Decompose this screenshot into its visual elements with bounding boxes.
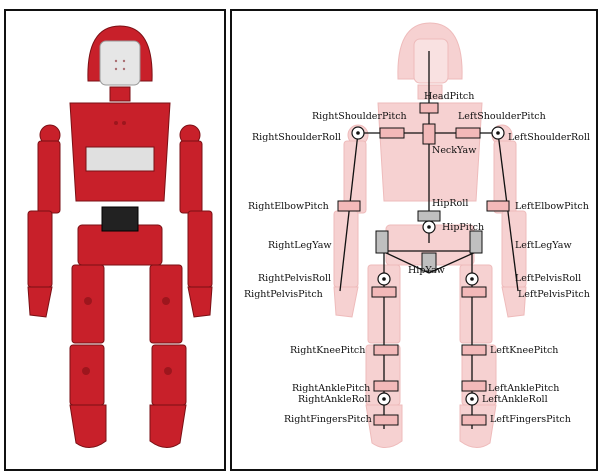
robot-waist-servo bbox=[102, 207, 138, 231]
robot-right-foot bbox=[70, 405, 106, 448]
robot-chest-plate bbox=[86, 147, 154, 171]
robot-right-forearm bbox=[28, 211, 52, 287]
robot-left-hand bbox=[188, 287, 212, 317]
joint-hip-roll bbox=[418, 211, 440, 221]
robot-left-foot bbox=[150, 405, 186, 448]
joint-head-pitch bbox=[420, 103, 438, 113]
label-hip-pitch: HipPitch bbox=[442, 222, 484, 233]
robot-photo-panel bbox=[4, 9, 226, 471]
joint-left-elbow-pitch bbox=[487, 201, 509, 211]
label-left-ankle-pitch: LeftAnklePitch bbox=[488, 383, 559, 394]
kinematic-diagram-panel: HeadPitch RightShoulderPitch LeftShoulde… bbox=[230, 9, 598, 471]
label-left-knee-pitch: LeftKneePitch bbox=[490, 345, 558, 356]
robot-right-upper-arm bbox=[38, 141, 60, 213]
kinematic-diagram: HeadPitch RightShoulderPitch LeftShoulde… bbox=[232, 11, 600, 473]
label-right-pelvis-roll: RightPelvisRoll bbox=[258, 273, 331, 284]
robot-neck bbox=[110, 87, 130, 101]
joint-right-shoulder-pitch bbox=[380, 128, 404, 138]
label-right-pelvis-pitch: RightPelvisPitch bbox=[244, 289, 323, 300]
joint-neck-yaw bbox=[423, 124, 435, 144]
label-right-shoulder-pitch: RightShoulderPitch bbox=[312, 111, 407, 122]
label-head-pitch: HeadPitch bbox=[424, 91, 474, 102]
label-right-fingers-pitch: RightFingersPitch bbox=[284, 414, 372, 425]
label-right-shoulder-roll: RightShoulderRoll bbox=[252, 132, 341, 143]
joint-left-leg-yaw bbox=[470, 231, 482, 253]
robot-left-forearm bbox=[188, 211, 212, 287]
joint-left-pelvis-pitch bbox=[462, 287, 486, 297]
label-neck-yaw: NeckYaw bbox=[432, 145, 476, 156]
label-left-fingers-pitch: LeftFingersPitch bbox=[490, 414, 571, 425]
label-hip-roll: HipRoll bbox=[432, 198, 468, 209]
label-left-shoulder-roll: LeftShoulderRoll bbox=[508, 132, 590, 143]
joint-left-ankle-pitch bbox=[462, 381, 486, 391]
label-left-elbow-pitch: LeftElbowPitch bbox=[515, 201, 589, 212]
joint-right-ankle-pitch bbox=[374, 381, 398, 391]
joint-right-knee-pitch bbox=[374, 345, 398, 355]
label-right-knee-pitch: RightKneePitch bbox=[290, 345, 365, 356]
label-left-pelvis-pitch: LeftPelvisPitch bbox=[518, 289, 590, 300]
label-right-ankle-roll: RightAnkleRoll bbox=[298, 394, 371, 405]
joint-right-fingers-pitch bbox=[374, 415, 398, 425]
robot-photo bbox=[6, 11, 228, 473]
joint-right-leg-yaw bbox=[376, 231, 388, 253]
label-right-leg-yaw: RightLegYaw bbox=[268, 240, 332, 251]
label-left-pelvis-roll: LeftPelvisRoll bbox=[515, 273, 581, 284]
label-hip-yaw: HipYaw bbox=[408, 265, 445, 276]
robot-left-upper-arm bbox=[180, 141, 202, 213]
robot-face-display bbox=[100, 41, 140, 85]
label-left-ankle-roll: LeftAnkleRoll bbox=[482, 394, 548, 405]
joint-right-pelvis-pitch bbox=[372, 287, 396, 297]
label-left-shoulder-pitch: LeftShoulderPitch bbox=[458, 111, 546, 122]
label-left-leg-yaw: LeftLegYaw bbox=[515, 240, 572, 251]
label-right-elbow-pitch: RightElbowPitch bbox=[248, 201, 329, 212]
robot-left-shin bbox=[152, 345, 186, 405]
joint-left-shoulder-pitch bbox=[456, 128, 480, 138]
robot-right-hand bbox=[28, 287, 52, 317]
label-right-ankle-pitch: RightAnklePitch bbox=[292, 383, 370, 394]
joint-left-fingers-pitch bbox=[462, 415, 486, 425]
joint-left-knee-pitch bbox=[462, 345, 486, 355]
robot-right-shin bbox=[70, 345, 104, 405]
joint-right-elbow-pitch bbox=[338, 201, 360, 211]
